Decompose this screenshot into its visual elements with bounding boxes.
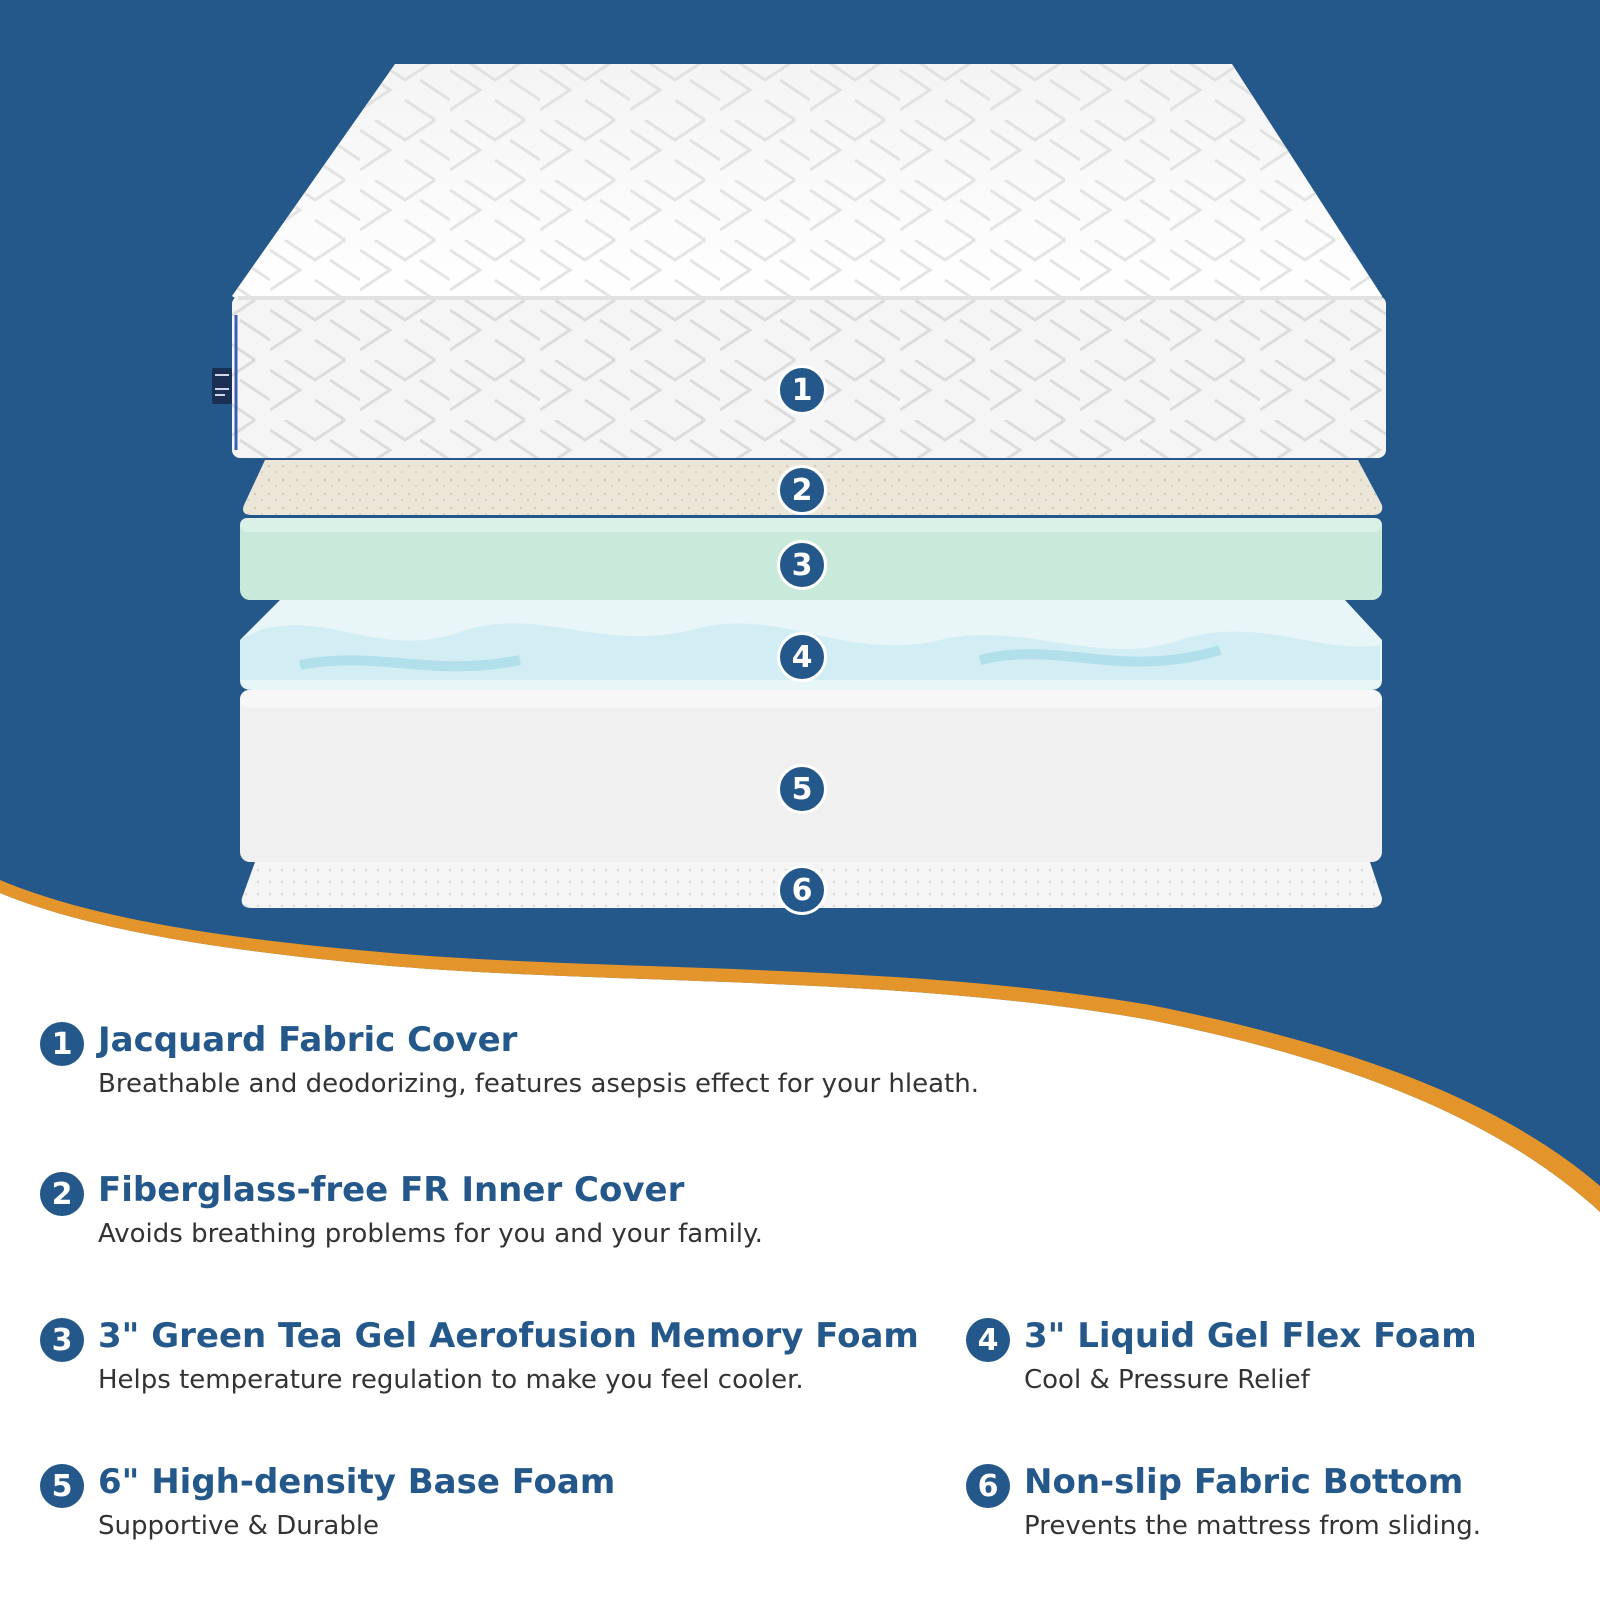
number-badge: 5	[40, 1464, 84, 1508]
orange-wave-accent	[0, 880, 1600, 1212]
feature-title: Jacquard Fabric Cover	[98, 1020, 518, 1060]
feature-title: 3" Green Tea Gel Aerofusion Memory Foam	[98, 1316, 919, 1356]
feature-5: 5 6" High-density Base Foam Supportive &…	[40, 1458, 615, 1544]
number-badge: 4	[966, 1318, 1010, 1362]
number-badge: 6	[966, 1464, 1010, 1508]
mattress-badge-1: 1	[777, 365, 827, 415]
feature-title: Non-slip Fabric Bottom	[1024, 1462, 1464, 1502]
label-tag-icon	[212, 368, 232, 404]
mattress-badge-2: 2	[777, 465, 827, 515]
feature-title: 6" High-density Base Foam	[98, 1462, 616, 1502]
feature-2: 2 Fiberglass-free FR Inner Cover Avoids …	[40, 1166, 763, 1252]
mattress-badge-6: 6	[777, 865, 827, 915]
feature-title: Fiberglass-free FR Inner Cover	[98, 1170, 685, 1210]
feature-description: Prevents the mattress from sliding.	[1024, 1511, 1481, 1541]
feature-6: 6 Non-slip Fabric Bottom Prevents the ma…	[966, 1458, 1481, 1544]
feature-description: Helps temperature regulation to make you…	[98, 1365, 804, 1395]
number-badge: 2	[40, 1172, 84, 1216]
number-badge: 3	[40, 1318, 84, 1362]
mattress-badge-3: 3	[777, 540, 827, 590]
mattress-badge-5: 5	[777, 764, 827, 814]
feature-description: Cool & Pressure Relief	[1024, 1365, 1310, 1395]
feature-description: Supportive & Durable	[98, 1511, 380, 1541]
feature-1: 1 Jacquard Fabric Cover Breathable and d…	[40, 1016, 979, 1102]
mattress-badge-4: 4	[777, 632, 827, 682]
feature-description: Avoids breathing problems for you and yo…	[98, 1219, 763, 1249]
feature-description: Breathable and deodorizing, features ase…	[98, 1069, 979, 1099]
feature-title: 3" Liquid Gel Flex Foam	[1024, 1316, 1477, 1356]
feature-4: 4 3" Liquid Gel Flex Foam Cool & Pressur…	[966, 1312, 1477, 1398]
number-badge: 1	[40, 1022, 84, 1066]
feature-3: 3 3" Green Tea Gel Aerofusion Memory Foa…	[40, 1312, 919, 1398]
